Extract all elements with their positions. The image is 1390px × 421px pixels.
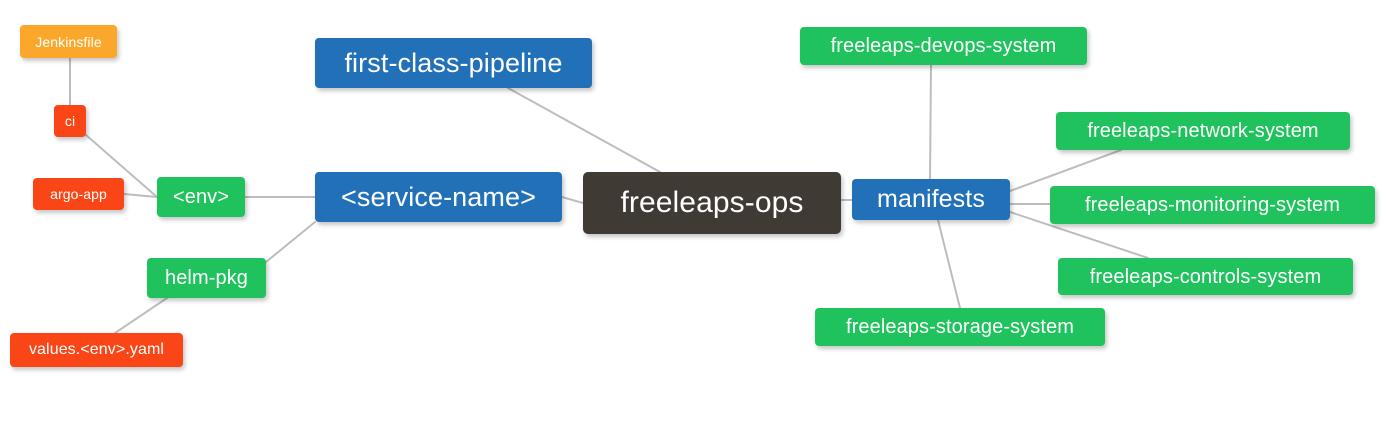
- node-helm-pkg[interactable]: helm-pkg: [147, 258, 266, 298]
- edge-manifests-to-network-system: [1009, 149, 1122, 192]
- node-controls-system[interactable]: freeleaps-controls-system: [1058, 258, 1353, 295]
- edge-first-class-pipeline-to-freeleaps-ops: [507, 87, 661, 173]
- node-jenkinsfile[interactable]: Jenkinsfile: [20, 25, 117, 58]
- edge-helm-pkg-to-values-yaml: [114, 295, 171, 334]
- node-ci[interactable]: ci: [54, 105, 86, 137]
- node-manifests[interactable]: manifests: [852, 179, 1010, 220]
- edge-service-name-to-helm-pkg: [265, 221, 316, 263]
- node-freeleaps-ops[interactable]: freeleaps-ops: [583, 172, 841, 234]
- edge-service-name-to-freeleaps-ops: [561, 196, 584, 204]
- edge-argo-app-to-env: [123, 193, 158, 198]
- node-monitoring-system[interactable]: freeleaps-monitoring-system: [1050, 186, 1375, 224]
- node-first-class-pipeline[interactable]: first-class-pipeline: [315, 38, 592, 88]
- node-network-system[interactable]: freeleaps-network-system: [1056, 112, 1350, 150]
- node-devops-system[interactable]: freeleaps-devops-system: [800, 27, 1087, 65]
- edge-manifests-to-devops-system: [929, 64, 932, 180]
- node-storage-system[interactable]: freeleaps-storage-system: [815, 308, 1105, 346]
- node-values-yaml[interactable]: values.<env>.yaml: [10, 333, 183, 367]
- node-env[interactable]: <env>: [157, 177, 245, 217]
- edge-manifests-to-storage-system: [937, 219, 961, 309]
- node-service-name[interactable]: <service-name>: [315, 172, 562, 222]
- node-argo-app[interactable]: argo-app: [33, 178, 124, 210]
